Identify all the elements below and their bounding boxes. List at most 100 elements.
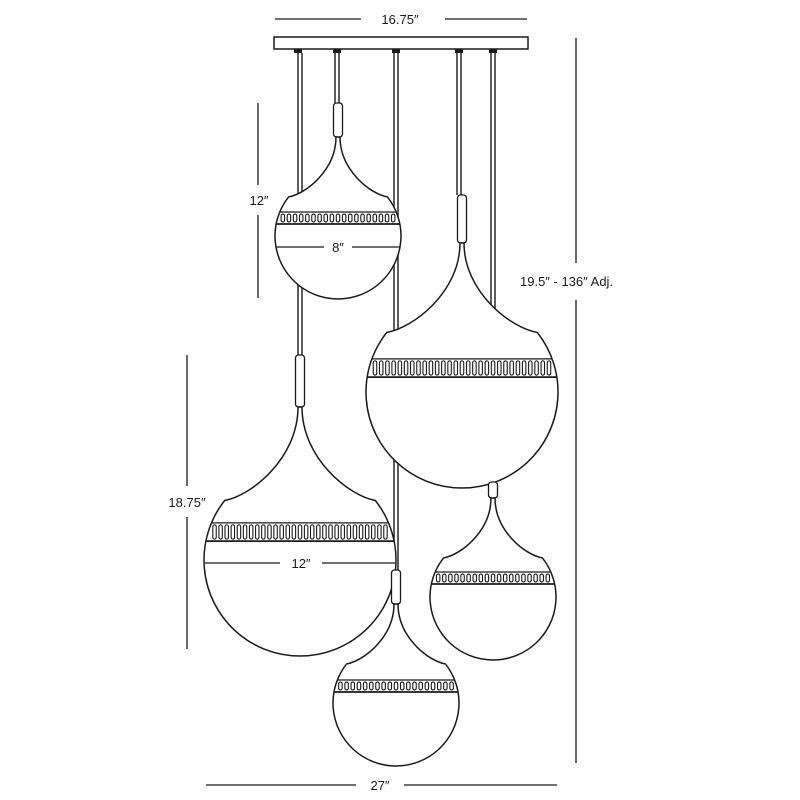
band-pattern-mark (434, 360, 440, 376)
band-pattern-mark (360, 213, 365, 223)
band-pattern-mark (383, 524, 388, 540)
band-pattern-mark (443, 681, 448, 691)
band-pattern-mark (399, 681, 405, 691)
band-pattern-mark (242, 524, 248, 540)
band-pattern-mark (364, 524, 370, 540)
band-pattern-mark (347, 213, 353, 223)
band-pattern-mark (255, 524, 260, 540)
band-pattern-mark (447, 360, 452, 376)
glass-globe (365, 242, 559, 489)
band-pattern-mark (341, 213, 347, 223)
small-globe-height-label: 12″ (249, 193, 268, 208)
band-pattern-mark (502, 573, 508, 583)
band-pattern-mark (496, 573, 502, 583)
band-pattern-mark (391, 360, 396, 376)
band-pattern-mark (356, 681, 362, 691)
large-globe-diameter-label: 12″ (291, 556, 310, 571)
band-pattern-mark (533, 573, 538, 583)
socket-sleeve (294, 354, 306, 408)
band-pattern-mark (472, 360, 477, 376)
band-pattern-mark (478, 360, 483, 376)
band-pattern-mark (335, 213, 341, 223)
band-pattern-mark (291, 524, 297, 540)
band-pattern-mark (218, 524, 223, 540)
band-pattern-mark (539, 573, 544, 583)
band-pattern-mark (424, 681, 430, 691)
band-pattern-mark (298, 213, 304, 223)
band-pattern-mark (422, 360, 428, 376)
socket-sleeve (390, 569, 402, 605)
band-pattern-mark (317, 213, 322, 223)
globe-small-top (274, 102, 402, 300)
band-pattern-mark (372, 360, 378, 376)
band-pattern-mark (303, 524, 309, 540)
band-pattern-mark (460, 573, 465, 583)
band-pattern-mark (329, 213, 335, 223)
band-pattern-mark (466, 573, 471, 583)
globe-small-right (429, 481, 557, 661)
band-pattern-mark (403, 360, 409, 376)
overall-height-label: 19.5″ - 136″ Adj. (520, 274, 613, 289)
band-pattern-mark (340, 524, 345, 540)
band-pattern-mark (273, 524, 278, 540)
canopy-width-label: 16.75″ (381, 12, 419, 27)
band-pattern-mark (224, 524, 229, 540)
band-pattern-mark (344, 681, 349, 691)
band-pattern-mark (442, 573, 447, 583)
band-pattern-mark (449, 681, 454, 691)
socket-sleeve (487, 481, 499, 499)
band-pattern-mark (305, 213, 310, 223)
band-pattern-mark (393, 681, 399, 691)
large-globe-height-label: 18.75″ (168, 495, 206, 510)
band-pattern-mark (311, 213, 316, 223)
band-pattern-mark (390, 213, 396, 223)
band-pattern-mark (409, 360, 415, 376)
dimension-lines (186, 18, 577, 786)
band-pattern-mark (369, 681, 374, 691)
band-pattern-mark (478, 573, 484, 583)
glass-globe (429, 497, 557, 661)
band-pattern-mark (430, 681, 436, 691)
band-pattern-mark (490, 360, 496, 376)
glass-globe (203, 406, 397, 657)
band-pattern-mark (515, 573, 520, 583)
band-pattern-mark (297, 524, 303, 540)
band-pattern-mark (412, 681, 417, 691)
band-pattern-mark (540, 360, 546, 376)
band-pattern-mark (509, 573, 514, 583)
band-pattern-mark (267, 524, 272, 540)
band-pattern-mark (381, 681, 386, 691)
globe-large-left (203, 354, 397, 657)
band-pattern-mark (279, 524, 284, 540)
band-pattern-mark (436, 681, 442, 691)
band-pattern-mark (375, 681, 380, 691)
band-pattern-mark (230, 524, 236, 540)
band-pattern-mark (448, 573, 453, 583)
band-pattern-mark (503, 360, 508, 376)
band-pattern-mark (441, 360, 446, 376)
band-pattern-mark (545, 573, 551, 583)
small-globe-diameter-label: 8″ (332, 240, 344, 255)
band-pattern-mark (490, 573, 496, 583)
band-pattern-mark (316, 524, 321, 540)
band-pattern-mark (309, 524, 315, 540)
band-pattern-mark (346, 524, 352, 540)
band-pattern-mark (515, 360, 521, 376)
band-pattern-mark (286, 213, 292, 223)
band-pattern-mark (384, 213, 390, 223)
band-pattern-mark (521, 573, 526, 583)
band-pattern-mark (292, 213, 298, 223)
socket-sleeve (456, 194, 468, 244)
band-pattern-mark (371, 524, 376, 540)
band-pattern-mark (546, 360, 552, 376)
band-pattern-mark (248, 524, 254, 540)
band-pattern-mark (428, 360, 434, 376)
band-pattern-mark (496, 360, 502, 376)
band-pattern-mark (527, 573, 532, 583)
band-pattern-mark (465, 360, 471, 376)
band-pattern-mark (354, 213, 359, 223)
band-pattern-mark (453, 360, 459, 376)
band-pattern-mark (334, 524, 339, 540)
band-pattern-mark (397, 360, 403, 376)
